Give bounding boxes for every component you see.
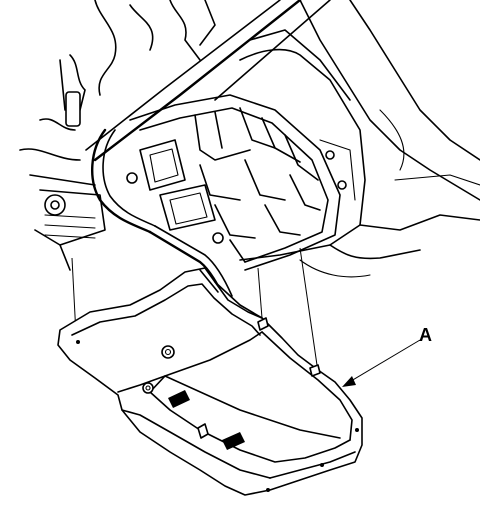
splash-shield-part (57, 267, 363, 496)
callout-a-leader (342, 339, 421, 387)
engine-underside-illustration (19, 0, 480, 302)
callout-label-a: A (419, 325, 432, 345)
